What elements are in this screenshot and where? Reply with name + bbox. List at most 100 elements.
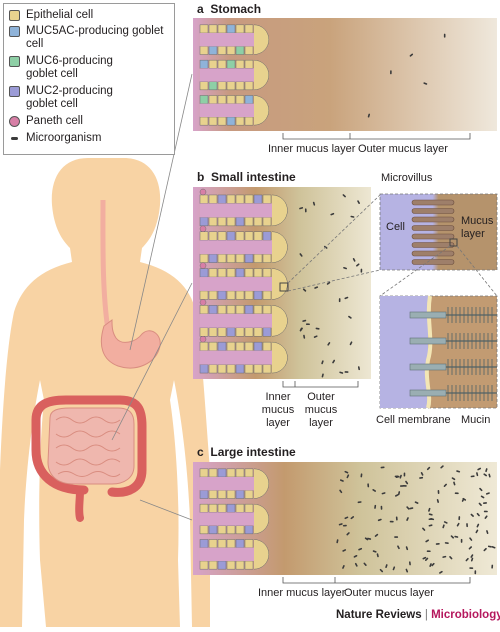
epithelial-cell [208, 490, 218, 499]
microorganism [419, 476, 424, 479]
zoom-connector-4 [456, 245, 498, 297]
epithelial-cell [208, 253, 218, 263]
label-line: Inner [265, 391, 291, 403]
epithelial-cell-swatch-icon [9, 10, 20, 21]
label-line: layer [309, 417, 333, 429]
epithelial-cell [262, 290, 272, 300]
microorganism [390, 70, 392, 75]
microorganism [454, 535, 459, 538]
microorganism [458, 516, 461, 521]
microorganism [408, 561, 411, 566]
label-line: mucus [304, 404, 338, 416]
microorganism [339, 479, 344, 482]
microorganism-swatch-icon [11, 137, 18, 140]
paneth-cell [199, 335, 207, 343]
epithelial-cell [244, 341, 254, 351]
microorganism [321, 373, 324, 378]
microorganism [409, 53, 414, 57]
microvillus [411, 250, 455, 257]
epithelial-cell [262, 341, 272, 351]
microorganism [302, 319, 307, 322]
epithelial-cell [199, 525, 209, 535]
epithelial-cell [199, 59, 209, 69]
panel-a-glands [199, 24, 270, 126]
microorganism [342, 549, 347, 552]
microorganism [395, 516, 398, 521]
epithelial-cell [244, 253, 254, 263]
fold-core [200, 103, 254, 118]
epithelial-cell [199, 468, 209, 478]
epithelial-cell [217, 490, 227, 499]
panel-a-layer-bracket [282, 133, 471, 140]
panel-a-inner-label: Inner mucus layer [268, 143, 356, 155]
epithelial-cell [262, 253, 272, 263]
epithelial-cell [208, 81, 218, 91]
microorganism [372, 489, 376, 492]
panel-b-title: Small intestine [211, 170, 296, 184]
microorganism [397, 545, 400, 550]
zoom-connector-2 [287, 269, 381, 292]
epithelial-cell [226, 217, 236, 227]
microorganism [443, 33, 446, 38]
epithelial-cell [262, 231, 272, 241]
panel-b-microorganisms [299, 194, 363, 378]
epithelial-cell [262, 217, 272, 227]
microorganism [304, 208, 307, 213]
epithelial-cell [244, 24, 254, 34]
microorganism [469, 537, 473, 541]
pointer-line-large-intestine [139, 499, 193, 521]
epithelial-cell [253, 231, 263, 241]
microorganism [339, 371, 344, 374]
epithelial-cell [199, 539, 209, 548]
microorganism [428, 513, 433, 516]
epithelial-cell [226, 268, 236, 278]
microorganism [392, 566, 396, 571]
epithelial-cell [208, 305, 218, 315]
fold-core [200, 476, 254, 491]
epithelial-cell [262, 364, 272, 374]
microorganism [374, 504, 377, 509]
epithelial-cell [208, 341, 218, 351]
panel-b-outer-label: Outer mucus layer [301, 391, 341, 430]
epithelial-cell [217, 268, 227, 278]
microorganism [406, 517, 409, 521]
epithelial-cell [199, 194, 209, 204]
epithelial-cell [199, 503, 209, 513]
microorganism [480, 495, 485, 499]
epithelial-cell [226, 468, 236, 478]
fold-core [200, 203, 272, 218]
epithelial-cell [226, 290, 236, 300]
fold-core [200, 547, 254, 562]
label-line: mucus [261, 404, 295, 416]
epithelial-cell [235, 539, 245, 548]
epithelial-cell [199, 364, 209, 374]
epithelial-cell [226, 59, 236, 69]
microorganism [460, 538, 463, 543]
epithelial-cell [217, 290, 227, 300]
microorganism [425, 539, 429, 543]
pointer-line-stomach [129, 73, 193, 351]
microorganism [476, 523, 480, 528]
microorganism [394, 536, 399, 538]
panel-a-stomach [193, 18, 497, 140]
microorganism [367, 113, 371, 118]
epithelial-cell [208, 231, 218, 241]
zoom-connector-3 [379, 245, 451, 297]
epithelial-cell [199, 268, 209, 278]
epithelial-cell [199, 81, 209, 91]
body-silhouette [0, 158, 210, 627]
microorganism [428, 507, 431, 512]
epithelial-cell [199, 305, 209, 315]
epithelial-cell [217, 539, 227, 548]
microorganism [436, 499, 440, 503]
epithelial-cell [253, 305, 263, 315]
microorganism [477, 467, 482, 471]
microorganism [476, 512, 480, 517]
microorganism [426, 466, 431, 471]
microvillus [411, 208, 455, 214]
epithelial-cell [253, 217, 263, 227]
epithelial-cell [217, 95, 227, 104]
zoom-label-cell-membrane: Cell membrane [376, 414, 451, 426]
microorganism [346, 532, 350, 536]
panel-b-villi [199, 188, 288, 374]
